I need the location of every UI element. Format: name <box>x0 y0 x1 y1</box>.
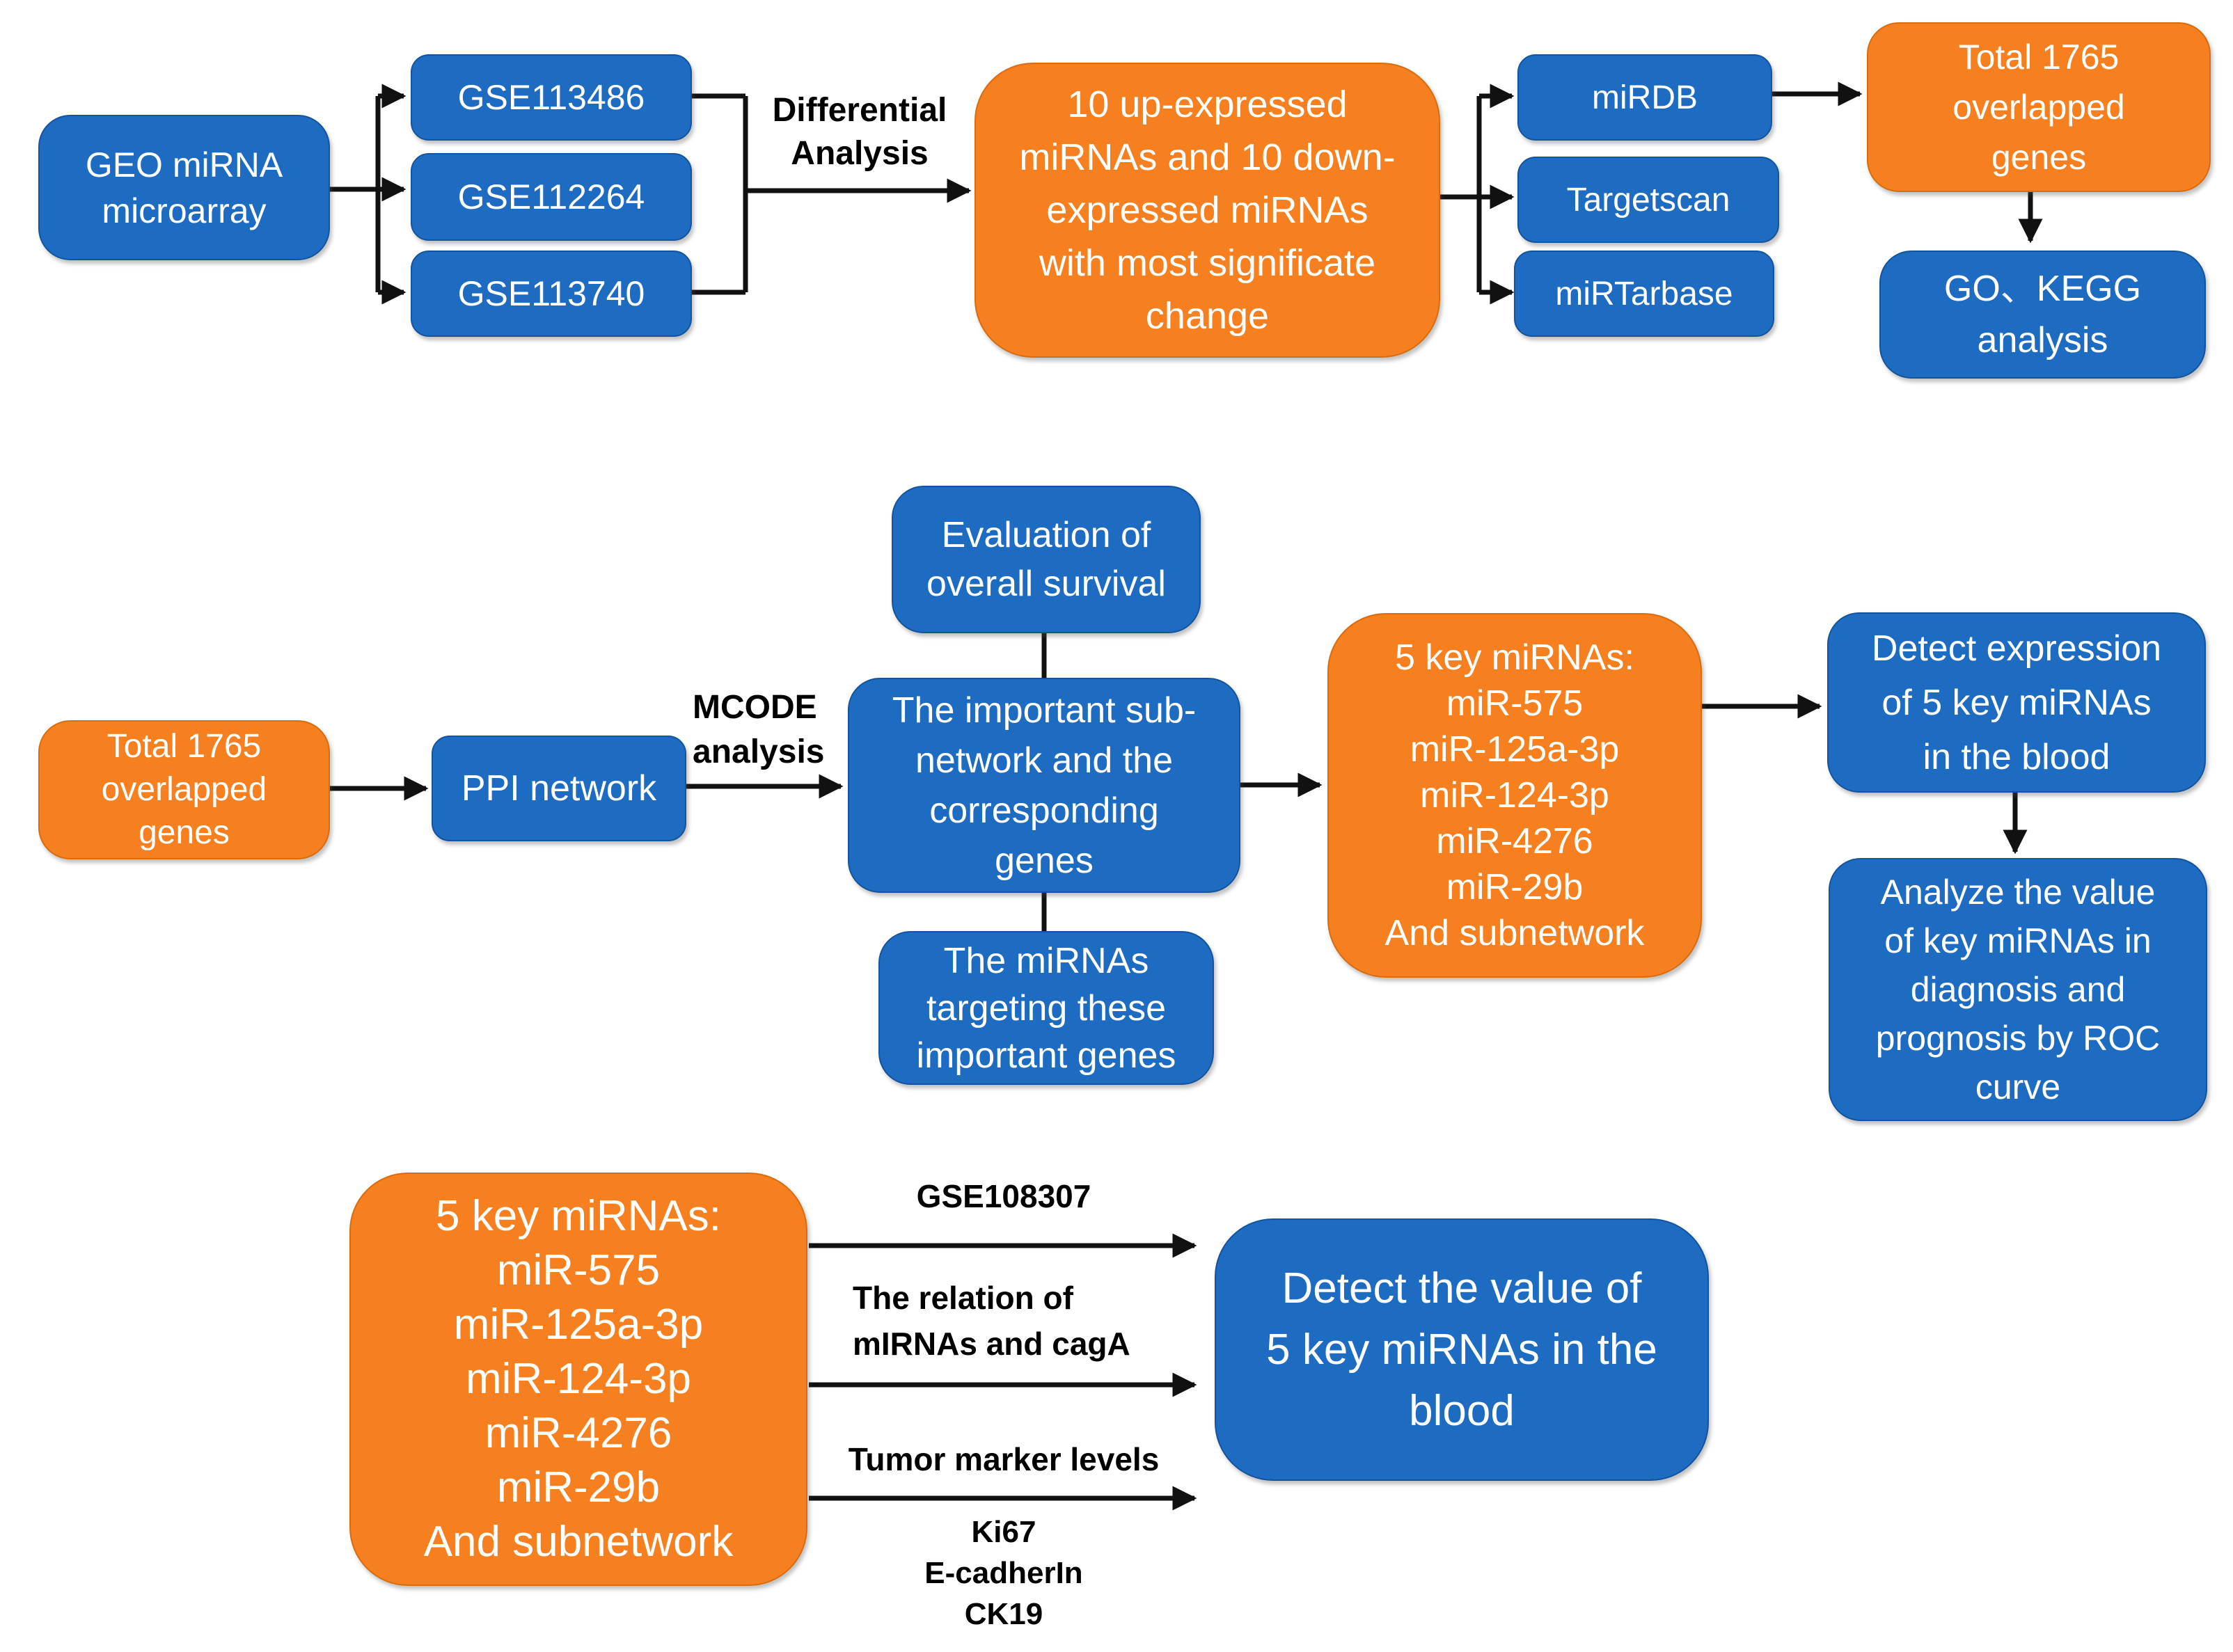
gse108307-label: GSE108307 <box>916 1178 1091 1214</box>
detect-expression-box: Detect expression of 5 key miRNAs in the… <box>1827 612 2206 793</box>
detect-value-box: Detect the value of 5 key miRNAs in the … <box>1215 1218 1709 1481</box>
key-mirnas-box-bottom: 5 key miRNAs: miR-575 miR-125a-3p miR-12… <box>349 1173 807 1586</box>
key-mirnas-box-mid: 5 key miRNAs: miR-575 miR-125a-3p miR-12… <box>1327 613 1702 978</box>
mirtarbase-box: miRTarbase <box>1514 251 1774 337</box>
total-genes-box-top: Total 1765 overlapped genes <box>1867 22 2211 192</box>
tumor-marker-list: Ki67 E-cadherIn CK19 <box>924 1515 1083 1631</box>
gse-box-113486: GSE113486 <box>411 54 692 141</box>
analyze-roc-box: Analyze the value of key miRNAs in diagn… <box>1829 858 2207 1121</box>
targetscan-box: Targetscan <box>1517 157 1779 243</box>
relation-caga-label: The relation of mIRNAs and cagA <box>853 1280 1130 1362</box>
evaluation-survival-box: Evaluation of overall survival <box>892 486 1201 633</box>
geo-mirna-box: GEO miRNA microarray <box>38 115 330 260</box>
tumor-marker-label: Tumor marker levels <box>848 1441 1160 1477</box>
subnetwork-box: The important sub- network and the corre… <box>848 678 1240 893</box>
total-genes-box-mid: Total 1765 overlapped genes <box>38 720 330 859</box>
gse-box-112264: GSE112264 <box>411 153 692 241</box>
updown-mirnas-box: 10 up-expressed miRNAs and 10 down- expr… <box>975 63 1440 358</box>
ppi-network-box: PPI network <box>432 736 686 841</box>
targeting-mirnas-box: The miRNAs targeting these important gen… <box>878 931 1214 1085</box>
differential-analysis-label: Differential Analysis <box>772 92 947 172</box>
mirdb-box: miRDB <box>1517 54 1772 141</box>
go-kegg-box: GO、KEGG analysis <box>1879 251 2206 379</box>
gse-box-113740: GSE113740 <box>411 251 692 337</box>
mcode-analysis-label: MCODE analysis <box>693 689 825 770</box>
